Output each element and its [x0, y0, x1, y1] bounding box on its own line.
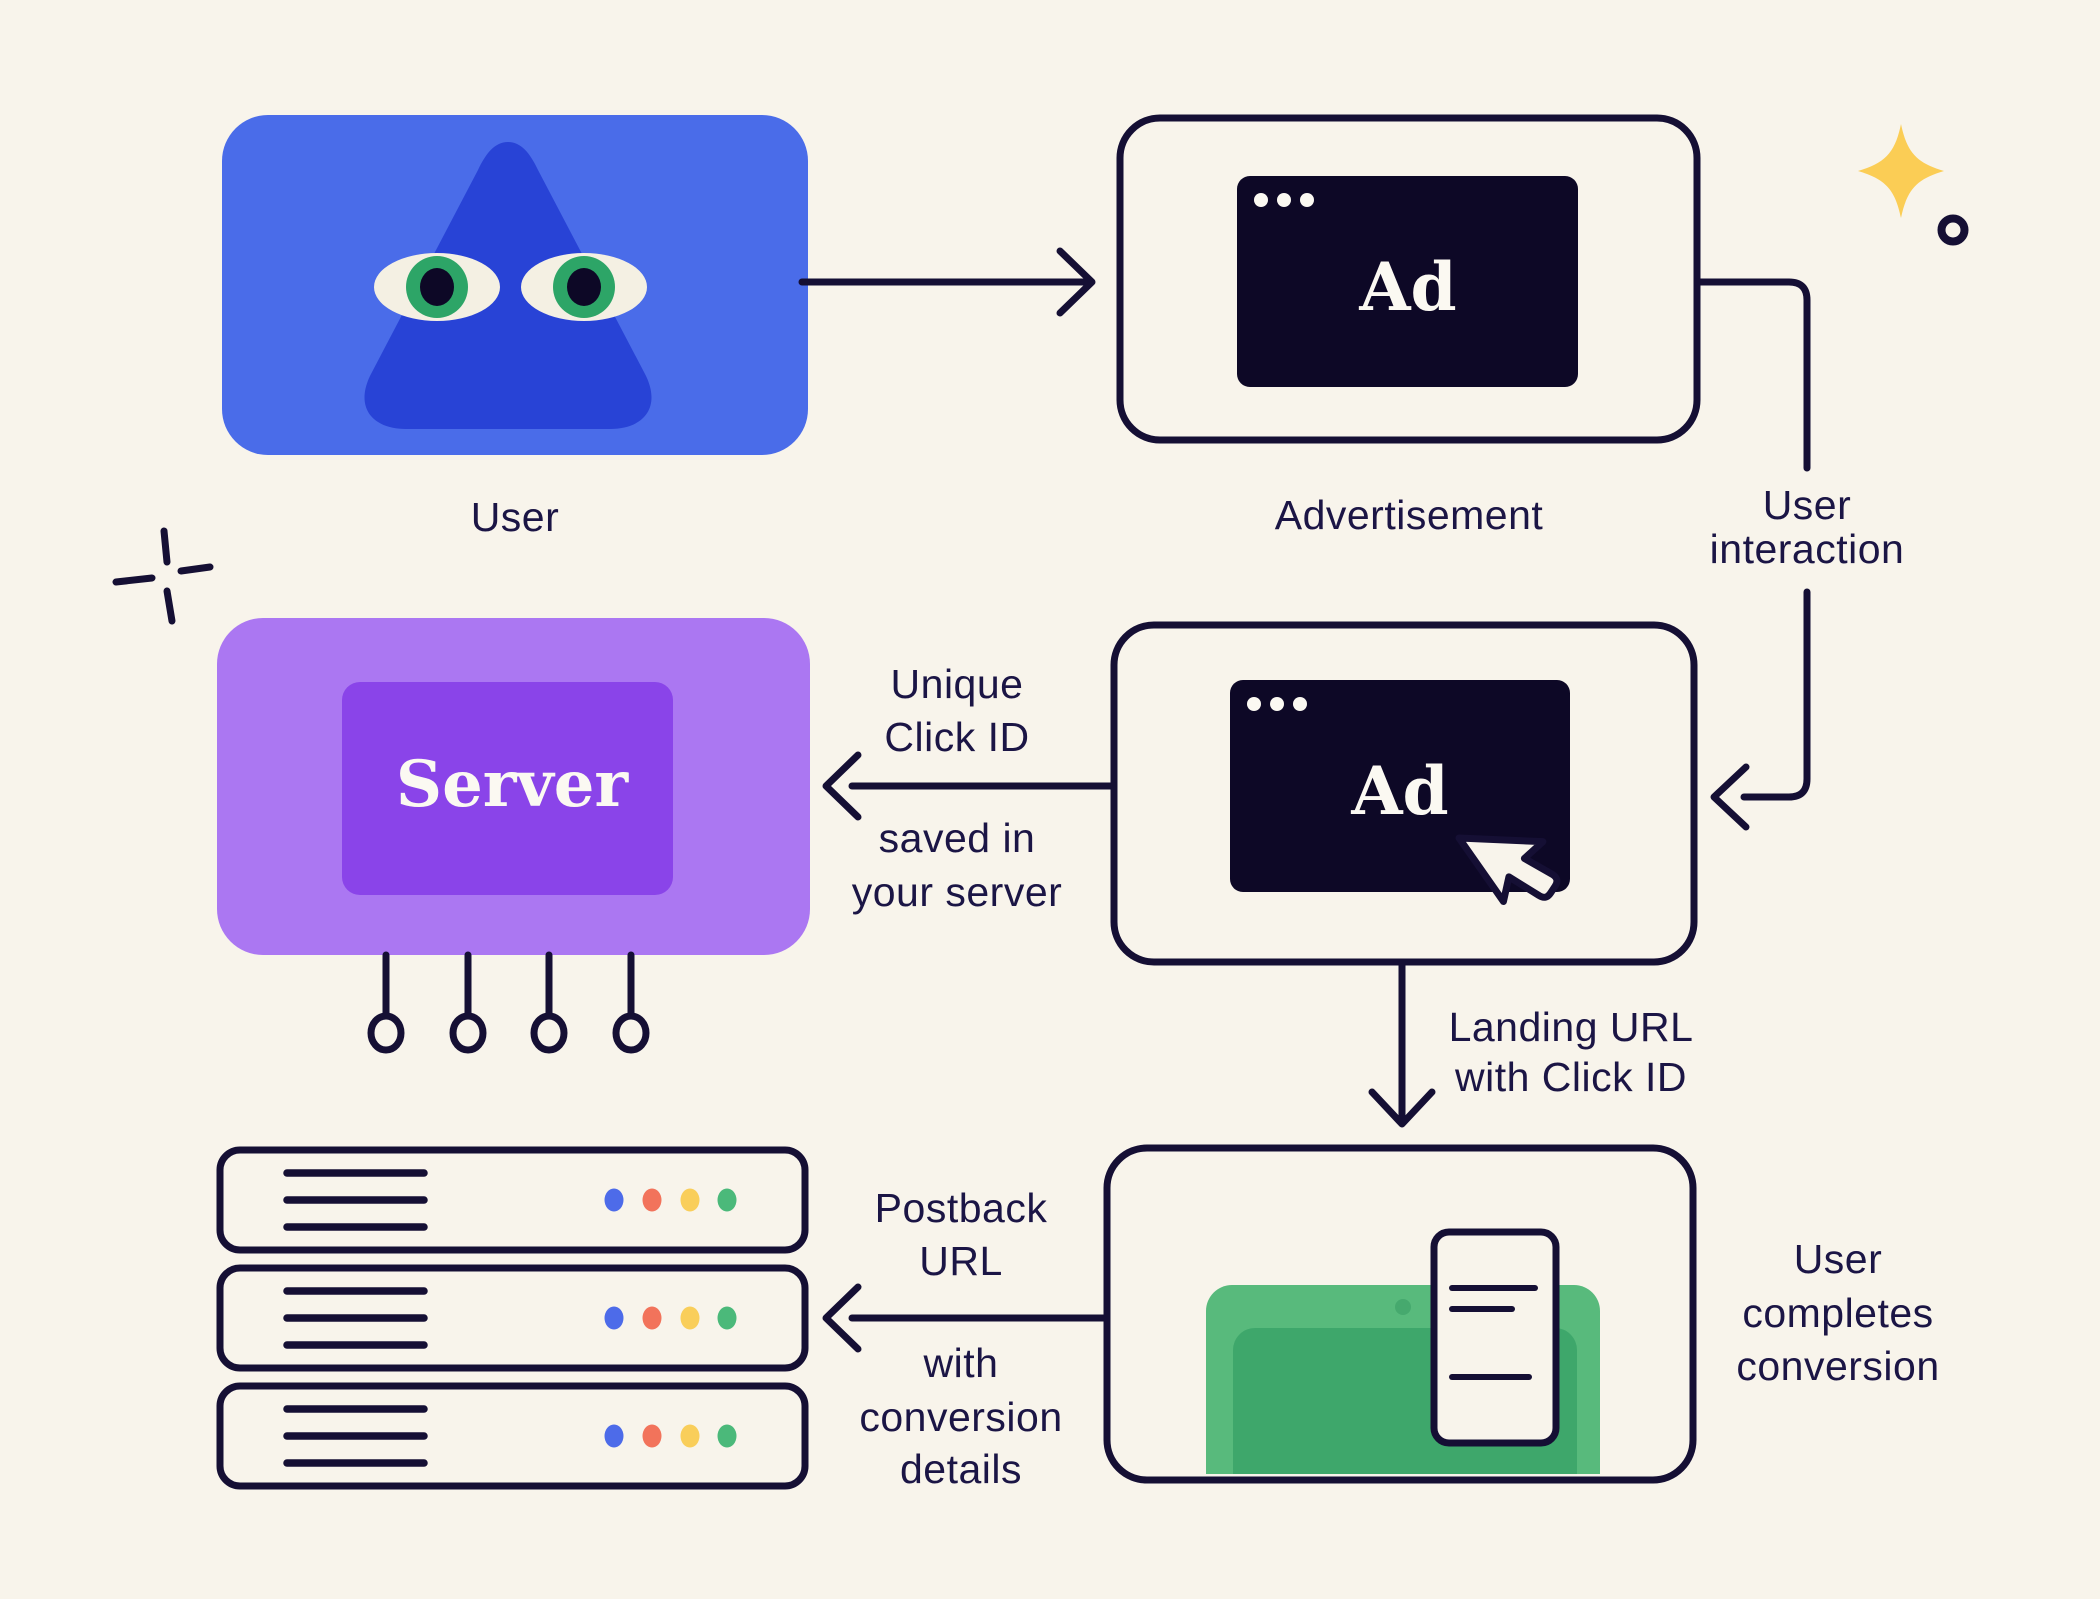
user-to-ad-arrow	[798, 247, 1096, 317]
saved-in-server-label-line2: your server	[852, 869, 1063, 915]
left-eye-icon	[374, 253, 500, 321]
user-label: User	[471, 494, 560, 540]
pin-tip-icon	[530, 1012, 568, 1054]
status-led-icon	[717, 1424, 737, 1448]
window-dot-icon	[1300, 193, 1314, 207]
plus-stroke	[177, 563, 214, 575]
conversion-note-line3: conversion	[1736, 1343, 1939, 1389]
rack-shell	[216, 1146, 809, 1254]
user-character-icon	[364, 142, 652, 429]
conversion-note: User completes conversion	[1736, 1236, 1939, 1389]
window-dot-icon	[1293, 697, 1307, 711]
landing-url-connector: Landing URL with Click ID	[1368, 958, 1694, 1128]
click-id-arrow: Unique Click ID saved in your server	[822, 661, 1118, 915]
user-interaction-connector: User interaction	[1693, 278, 1905, 831]
sparkle-star	[1858, 124, 1944, 218]
server-node: Server	[217, 618, 810, 1054]
status-led-icon	[642, 1424, 662, 1448]
arrowhead-icon	[1056, 247, 1096, 317]
plus-stroke	[163, 587, 176, 625]
arrowhead-icon	[1710, 763, 1750, 831]
status-led-icon	[604, 1306, 624, 1330]
advertisement-label: Advertisement	[1275, 492, 1544, 538]
conversion-details-label-line3: details	[900, 1446, 1022, 1492]
window-dot-icon	[1254, 193, 1268, 207]
status-led-icon	[680, 1306, 700, 1330]
user-interaction-label-line2: interaction	[1710, 526, 1905, 572]
conversion-note-line1: User	[1794, 1236, 1883, 1282]
eye-pupil	[567, 268, 601, 306]
arrowhead-icon	[822, 751, 862, 821]
status-led-icon	[680, 1188, 700, 1212]
receipt-paper	[1430, 1228, 1560, 1447]
conversion-details-label-line1: with	[923, 1340, 999, 1386]
arrowhead-icon	[822, 1283, 862, 1353]
landing-url-label-line1: Landing URL	[1449, 1004, 1694, 1050]
postback-url-label-line1: Postback	[875, 1185, 1048, 1231]
server-screen	[342, 682, 673, 895]
window-dot-icon	[1270, 697, 1284, 711]
connector-line	[1693, 278, 1811, 472]
ad-window-text: Ad	[1358, 248, 1456, 326]
receipt-icon	[1430, 1228, 1560, 1447]
window-dot-icon	[1277, 193, 1291, 207]
plus-sparkle-icon	[112, 527, 214, 625]
tablet-camera-icon	[1395, 1299, 1411, 1315]
window-dot-icon	[1247, 697, 1261, 711]
server-pins-icon	[367, 951, 650, 1054]
sparkle-ring	[1937, 214, 1969, 246]
pin-tip-icon	[612, 1012, 650, 1054]
pin-tip-icon	[367, 1012, 405, 1054]
rack-item	[216, 1146, 809, 1254]
rack-shell	[216, 1264, 809, 1372]
status-led-icon	[642, 1306, 662, 1330]
postback-url-label-line2: URL	[919, 1238, 1003, 1284]
user-interaction-label-line1: User	[1763, 482, 1852, 528]
unique-click-id-label-line1: Unique	[891, 661, 1024, 707]
plus-stroke	[112, 574, 156, 586]
conversion-details-label-line2: conversion	[859, 1394, 1062, 1440]
conversion-node	[1103, 1144, 1697, 1484]
conversion-note-line2: completes	[1742, 1290, 1933, 1336]
pin-tip-icon	[449, 1012, 487, 1054]
rack-item	[216, 1382, 809, 1490]
user-node: User	[222, 115, 808, 540]
landing-url-label-line2: with Click ID	[1454, 1054, 1687, 1100]
ad-window-text: Ad	[1350, 752, 1448, 830]
arrowhead-icon	[1368, 1088, 1436, 1128]
right-eye-icon	[521, 253, 647, 321]
rack-list	[216, 1146, 809, 1490]
plus-stroke	[160, 527, 171, 566]
saved-in-server-label-line1: saved in	[879, 815, 1036, 861]
unique-click-id-label-line2: Click ID	[884, 714, 1029, 760]
sparkle-icon	[1858, 124, 1969, 246]
ad-browser-window	[1237, 176, 1578, 387]
status-led-icon	[717, 1306, 737, 1330]
advertisement-node: Ad Advertisement	[1116, 114, 1701, 538]
rack-shell	[216, 1382, 809, 1490]
eye-pupil	[420, 268, 454, 306]
status-led-icon	[642, 1188, 662, 1212]
rack-item	[216, 1264, 809, 1372]
status-led-icon	[717, 1188, 737, 1212]
conversion-card	[1103, 1144, 1697, 1484]
status-led-icon	[604, 1188, 624, 1212]
status-led-icon	[680, 1424, 700, 1448]
cursor-icon	[1455, 834, 1561, 905]
connector-line	[1740, 588, 1811, 801]
server-screen-text: Server	[396, 747, 630, 822]
postback-arrow: Postback URL with conversion details	[822, 1185, 1111, 1492]
status-led-icon	[604, 1424, 624, 1448]
